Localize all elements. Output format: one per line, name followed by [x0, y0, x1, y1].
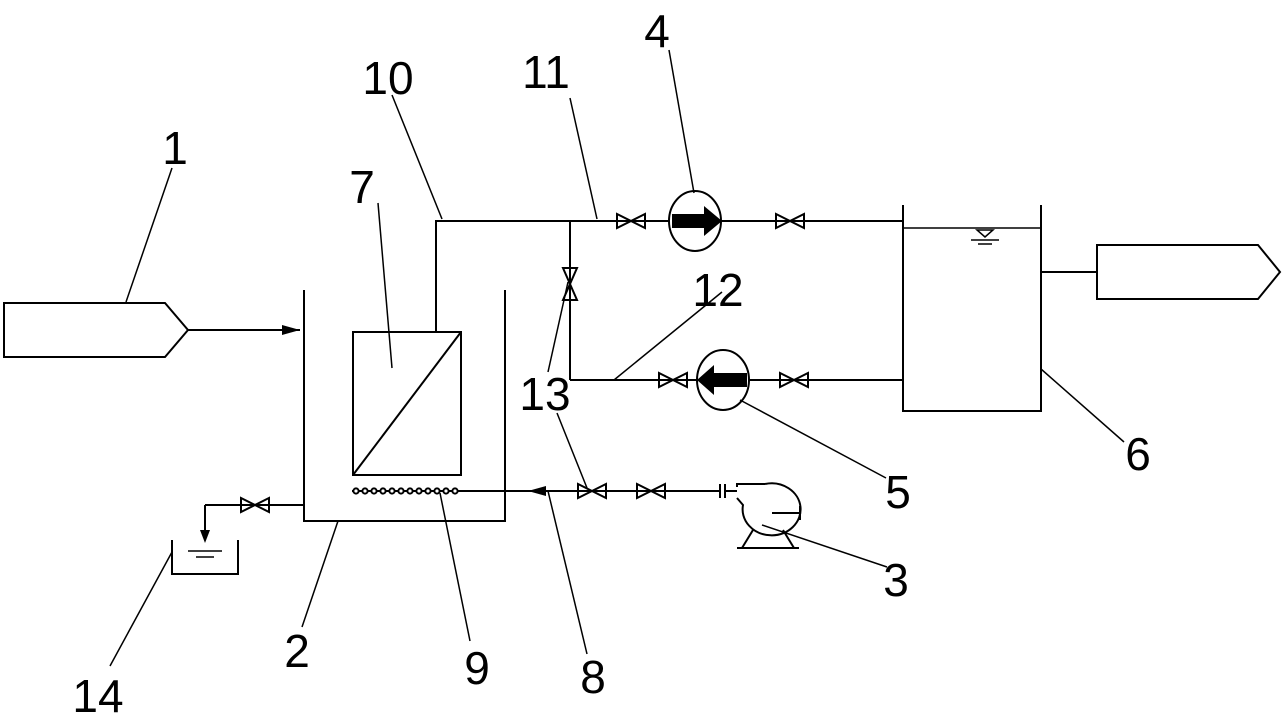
reactor-tank [303, 290, 506, 522]
clear-water-tank [902, 205, 1042, 412]
label-8: 8 [580, 651, 606, 703]
sludge-discharge [171, 504, 304, 575]
label-3: 3 [883, 554, 909, 606]
part-labels: 1 2 3 4 5 6 7 8 9 10 11 12 13 14 [72, 5, 1150, 718]
label-9: 9 [464, 642, 490, 694]
valve-group [240, 212, 809, 514]
label-12: 12 [692, 264, 743, 316]
membrane-module [352, 331, 462, 476]
valve [636, 482, 666, 500]
label-7: 7 [349, 161, 375, 213]
blower [719, 482, 802, 549]
valve [577, 482, 607, 500]
valve [240, 496, 270, 514]
label-14: 14 [72, 670, 123, 718]
effluent-pipe [435, 220, 903, 332]
valve [779, 371, 809, 389]
inlet-source [3, 302, 300, 358]
valve [775, 212, 805, 230]
backwash-pump [696, 349, 750, 411]
suction-pump [668, 190, 722, 252]
leader-lines [109, 49, 1125, 667]
aerator [352, 487, 460, 495]
label-2: 2 [284, 625, 310, 677]
label-11: 11 [522, 46, 570, 98]
label-1: 1 [162, 122, 188, 174]
label-4: 4 [644, 5, 670, 57]
valve [658, 371, 688, 389]
label-10: 10 [362, 52, 413, 104]
valve [561, 267, 579, 301]
valve [616, 212, 646, 230]
label-6: 6 [1125, 428, 1151, 480]
label-5: 5 [885, 466, 911, 518]
label-13: 13 [519, 368, 570, 420]
outlet [1041, 244, 1282, 300]
